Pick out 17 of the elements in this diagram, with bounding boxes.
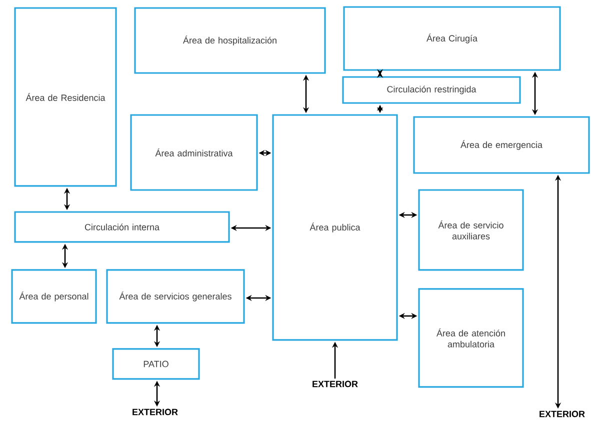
area-box: Área administrativa (130, 114, 258, 191)
bold-label: EXTERIOR (132, 408, 178, 416)
area-box: Área de hospitalización (134, 7, 326, 74)
area-box: Circulación interna (14, 211, 230, 243)
area-box: Área publica (272, 114, 398, 341)
area-box: Área de atención ambulatoria (418, 288, 524, 388)
bold-label: EXTERIOR (540, 410, 585, 418)
area-box: Área de emergencia (413, 116, 590, 174)
area-box: Área de Residencia (14, 7, 117, 187)
arrow (376, 69, 384, 78)
area-box: Área de servicios generales (106, 269, 245, 324)
area-box: Circulación restringida (342, 76, 521, 104)
area-box: PATIO (112, 348, 200, 380)
area-box: Área de servicio auxiliares (418, 189, 524, 271)
bold-label: EXTERIOR (312, 380, 358, 388)
area-box: Área de personal (11, 269, 97, 324)
area-box: Área Cirugía (343, 6, 561, 71)
